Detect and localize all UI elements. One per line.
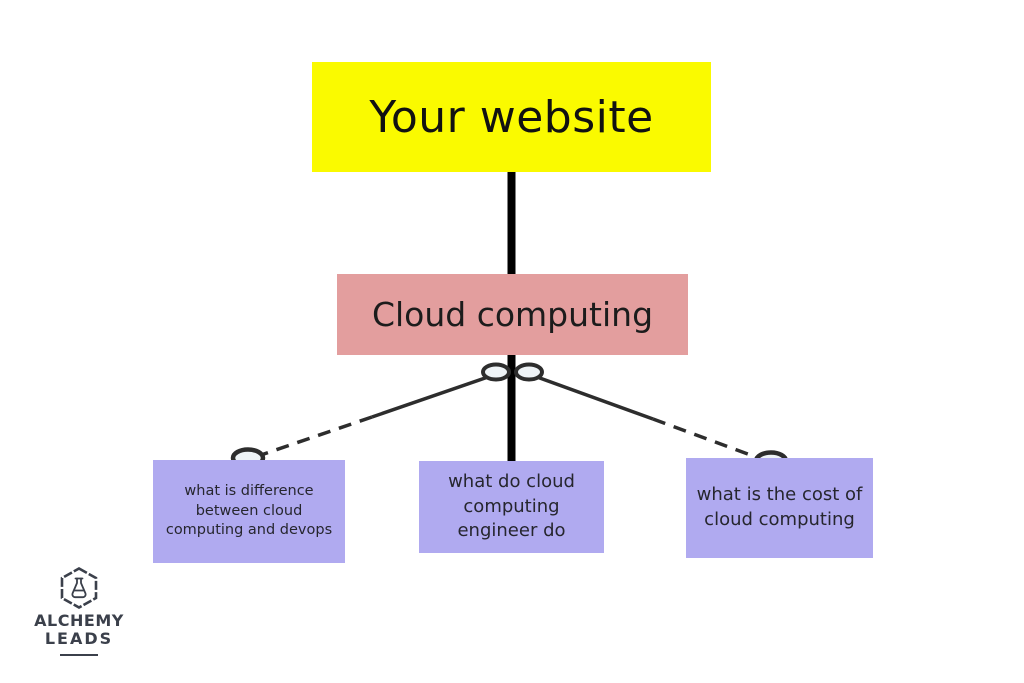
- question-box-cost: what is the cost of cloud computing: [686, 458, 873, 558]
- topic-box-label: Cloud computing: [371, 295, 654, 334]
- flask-hexagon-icon: [60, 567, 98, 609]
- branch-line-left-solid: [371, 375, 489, 419]
- branch-line-right-solid: [536, 375, 654, 421]
- root-box-label: Your website: [369, 91, 654, 143]
- question-box-label: what is difference between cloud computi…: [165, 483, 333, 539]
- branch-line-left-dashed: [260, 415, 373, 457]
- link-node-left-top: [481, 362, 511, 382]
- logo-underline: [60, 653, 98, 656]
- question-box-label: what is the cost of cloud computing: [696, 484, 863, 530]
- root-box-your-website: Your website: [312, 62, 711, 172]
- question-box-engineer-do: what do cloud computing engineer do: [419, 461, 604, 553]
- branch-line-right-dashed: [652, 417, 757, 459]
- logo-text-alchemy: ALCHEMY: [34, 611, 124, 630]
- alchemyleads-logo: ALCHEMY LEADS: [30, 566, 128, 656]
- question-box-devops-difference: what is difference between cloud computi…: [153, 460, 345, 563]
- question-box-label: what do cloud computing engineer do: [448, 470, 575, 542]
- link-node-right-top: [514, 362, 544, 382]
- topic-box-cloud-computing: Cloud computing: [337, 274, 688, 355]
- logo-text-leads: LEADS: [44, 629, 114, 649]
